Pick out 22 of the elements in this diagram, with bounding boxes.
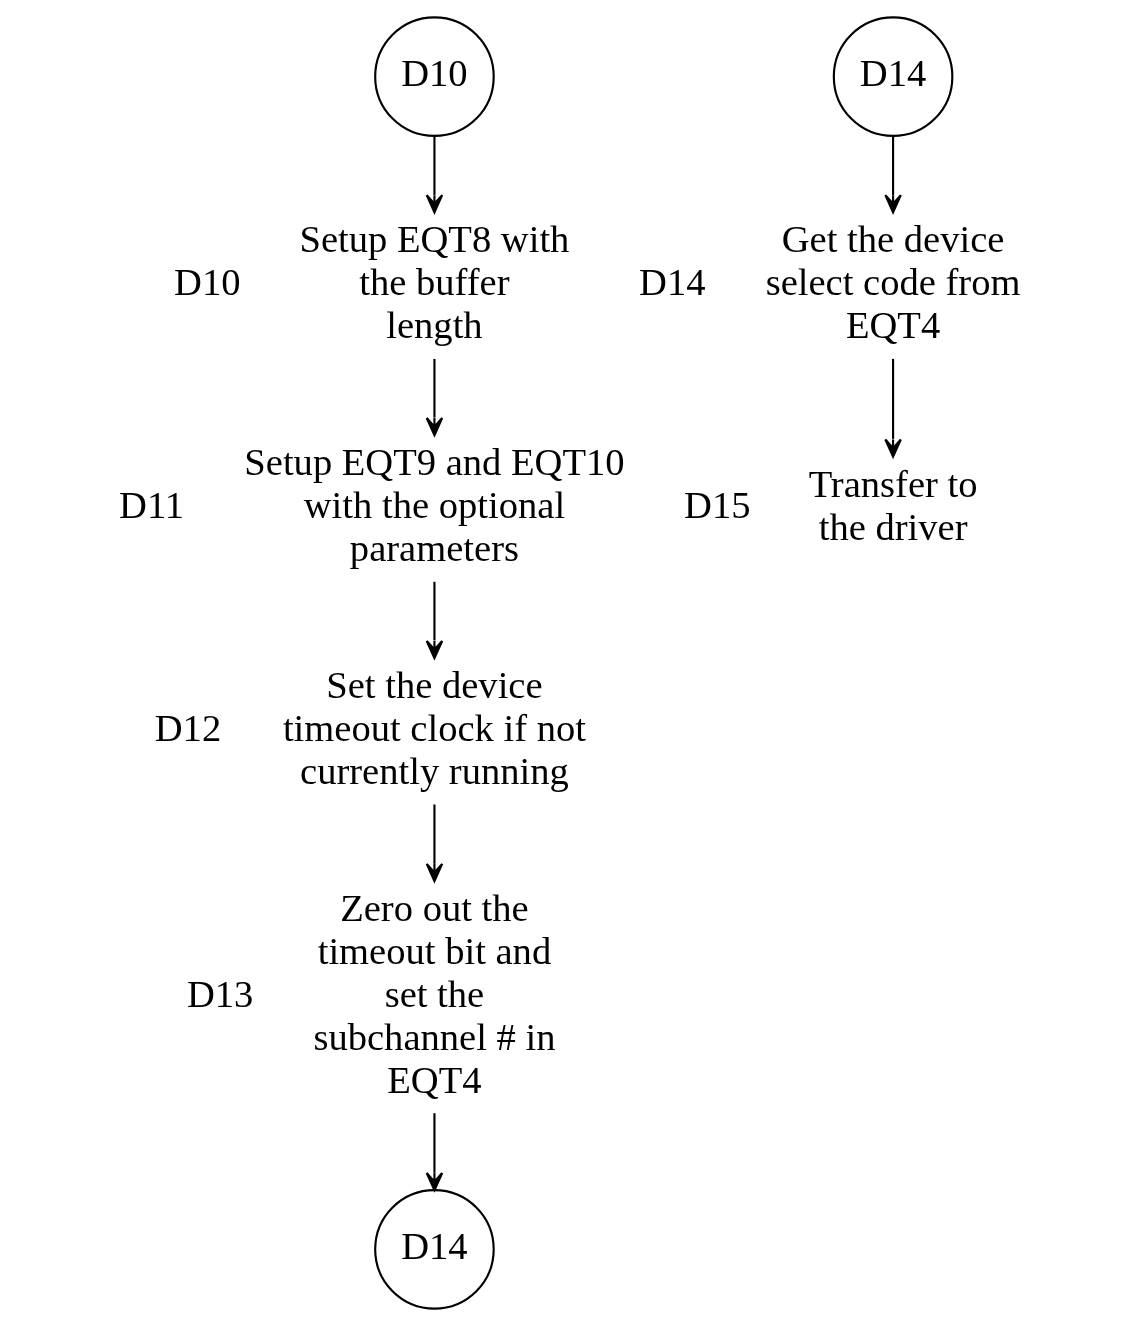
node-label: D13 xyxy=(186,972,254,1015)
node-label: D15 xyxy=(684,483,751,526)
node-text: Get the device select code from EQT4 xyxy=(765,217,1021,346)
arrow xyxy=(425,581,444,659)
node-text: Transfer to the driver xyxy=(808,462,978,548)
node-circle: D10 xyxy=(374,15,495,137)
node-text: Setup EQT8 with the buffer length xyxy=(299,217,570,346)
arrow xyxy=(425,135,444,213)
node-text: Zero out the timeout bit and set the subchannel # in EQT4 xyxy=(313,886,556,1100)
node-label: D10 xyxy=(174,260,241,303)
node-circle: D14 xyxy=(374,1188,495,1310)
arrow xyxy=(884,358,902,458)
arrow xyxy=(425,358,444,436)
node-label: D14 xyxy=(639,260,706,303)
node-text: Set the device timeout clock if not currently running xyxy=(282,663,586,792)
arrow xyxy=(425,804,444,882)
arrow xyxy=(425,1112,444,1191)
node-label: D11 xyxy=(119,483,185,526)
arrow xyxy=(884,135,902,213)
node-circle: D14 xyxy=(832,15,954,137)
node-label: D12 xyxy=(154,706,222,749)
node-text: Setup EQT9 and EQT10 with the optional parameters xyxy=(244,440,625,569)
